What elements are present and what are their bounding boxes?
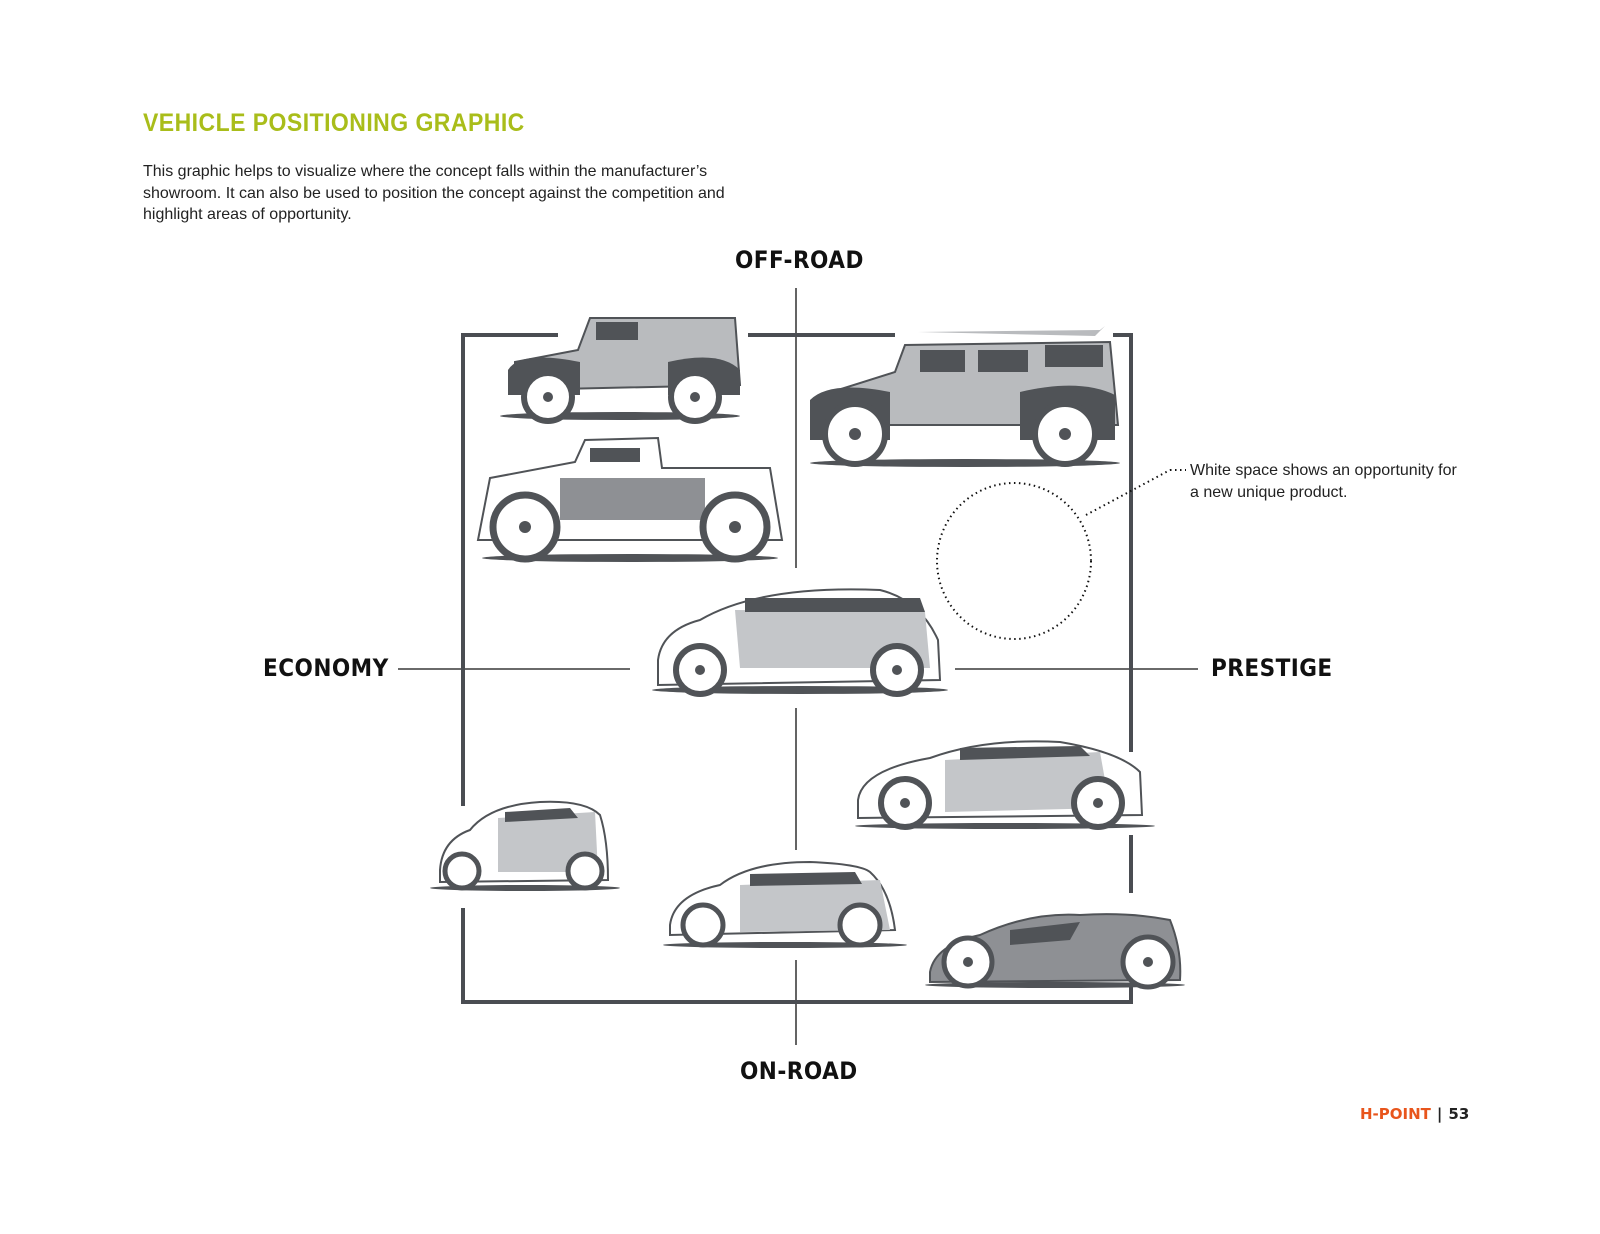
opportunity-circle (936, 469, 1186, 640)
opportunity-annotation: White space shows an opportunity for a n… (1190, 462, 1457, 501)
vehicle-pickup-truck (476, 436, 784, 563)
intro-paragraph: This graphic helps to visualize where th… (143, 163, 725, 223)
axis-label-economy: ECONOMY (263, 654, 389, 682)
page-number: 53 (1448, 1105, 1470, 1123)
vehicle-crossover-concept (652, 588, 948, 697)
axis-label-prestige: PRESTIGE (1211, 654, 1333, 682)
axis-label-off-road: OFF-ROAD (735, 246, 864, 274)
vehicle-full-size-suv (810, 326, 1120, 467)
footer-brand: H-POINT (1360, 1105, 1431, 1123)
page-title: VEHICLE POSITIONING GRAPHIC (143, 109, 525, 137)
vehicle-microcar (430, 800, 620, 891)
vehicle-luxury-coupe (855, 740, 1155, 830)
page-footer: H-POINT | 53 (1360, 1105, 1469, 1123)
vehicle-supercar (925, 913, 1185, 990)
frame (461, 333, 1133, 1004)
footer-separator: | (1436, 1105, 1443, 1123)
vehicle-compact-suv (500, 317, 742, 424)
axis-label-on-road: ON-ROAD (740, 1057, 858, 1085)
vehicle-hatchback (663, 860, 907, 948)
leader-line (1085, 469, 1171, 516)
